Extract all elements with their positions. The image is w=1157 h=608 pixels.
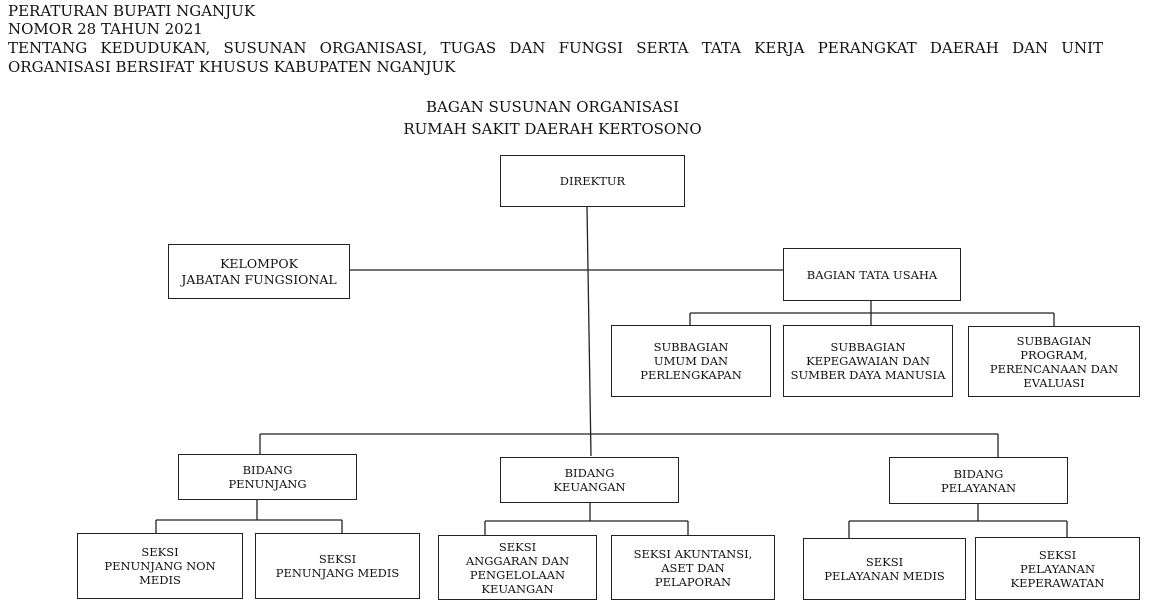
- label: SUBBAGIAN: [830, 340, 906, 354]
- label: SEKSI: [865, 555, 904, 569]
- regulation-subject-line2: ORGANISASI BERSIFAT KHUSUS KABUPATEN NGA…: [8, 58, 456, 76]
- label: SUBBAGIAN: [653, 340, 729, 354]
- label: PROGRAM,: [1020, 347, 1088, 362]
- label: SUBBAGIAN: [1016, 333, 1092, 348]
- label: SEKSI: [318, 552, 357, 566]
- label: PERENCANAAN DAN: [989, 361, 1119, 376]
- label: SEKSI AKUNTANSI,: [633, 546, 753, 561]
- label: JABATAN FUNGSIONAL: [181, 271, 337, 287]
- label: DIREKTUR: [559, 174, 626, 188]
- label: PENUNJANG MEDIS: [275, 566, 400, 580]
- regulation-title: PERATURAN BUPATI NGANJUK: [8, 2, 256, 20]
- label: PENUNJANG NON: [104, 559, 216, 573]
- label: PELAPORAN: [654, 574, 732, 589]
- label: BIDANG: [953, 466, 1004, 481]
- label: PENUNJANG: [228, 477, 307, 491]
- box-bagian-tata-usaha: BAGIAN TATA USAHA: [783, 248, 961, 301]
- label: BIDANG: [564, 466, 615, 480]
- label: MEDIS: [139, 573, 181, 587]
- label: SUMBER DAYA MANUSIA: [790, 368, 946, 382]
- label: PELAYANAN: [1019, 561, 1096, 576]
- label: KEUANGAN: [553, 480, 626, 494]
- label: PELAYANAN MEDIS: [824, 569, 945, 583]
- label: EVALUASI: [1023, 375, 1085, 390]
- chart-title: BAGAN SUSUNAN ORGANISASI: [425, 98, 679, 116]
- regulation-number: NOMOR 28 TAHUN 2021: [8, 20, 203, 38]
- label: SEKSI: [1038, 547, 1077, 562]
- label: ANGGARAN DAN: [465, 553, 570, 568]
- label: BIDANG: [242, 463, 293, 477]
- box-direktur: DIREKTUR: [500, 155, 685, 207]
- regulation-subject-line1: TENTANG KEDUDUKAN, SUSUNAN ORGANISASI, T…: [8, 39, 1103, 57]
- label: KEPEGAWAIAN DAN: [806, 354, 930, 368]
- label: KEPERAWATAN: [1010, 575, 1105, 590]
- label: PERLENGKAPAN: [640, 368, 742, 382]
- label: SEKSI: [498, 539, 537, 554]
- label: KEUANGAN: [481, 581, 554, 596]
- label: BAGIAN TATA USAHA: [806, 267, 938, 282]
- label: ASET DAN: [661, 560, 725, 575]
- label: UMUM DAN: [653, 354, 729, 368]
- label: KELOMPOK: [220, 255, 298, 271]
- label: PENGELOLAAN: [469, 567, 566, 582]
- chart-subtitle: RUMAH SAKIT DAERAH KERTOSONO: [403, 120, 702, 138]
- label: SEKSI: [141, 545, 179, 559]
- label: PELAYANAN: [940, 480, 1017, 495]
